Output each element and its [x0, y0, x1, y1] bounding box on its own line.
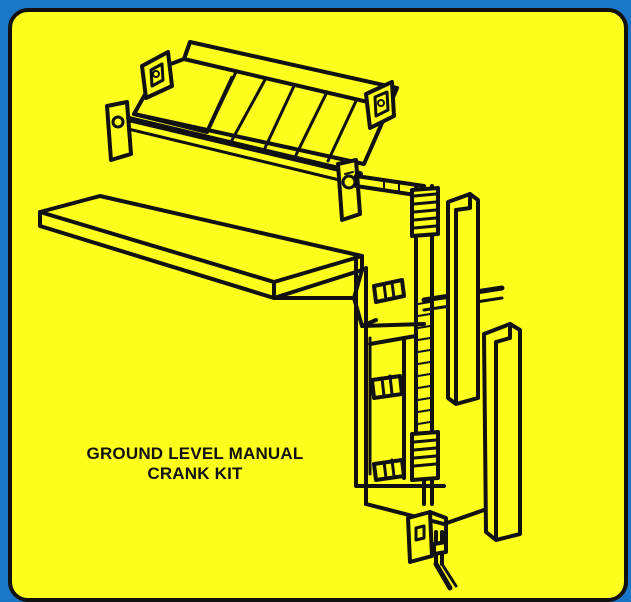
left-end-bracket: [140, 50, 174, 100]
right-end-bracket: [364, 80, 396, 130]
crank-handle-illustration: [422, 478, 458, 591]
wall-panel: [368, 334, 418, 480]
wall-clip-middle: [370, 374, 404, 400]
gear-shaft: [410, 184, 440, 482]
awning-illustration: [38, 40, 522, 591]
awning-roller: [132, 40, 399, 166]
wall-clip-lower: [372, 458, 406, 482]
lower-channel: [482, 322, 522, 542]
diagram-caption: GROUND LEVEL MANUAL CRANK KIT: [60, 444, 330, 484]
left-wall-plate: [105, 100, 133, 162]
crank-bracket: [406, 510, 448, 564]
right-wall-plate: [336, 158, 362, 222]
lower-roller-tube: [113, 113, 363, 186]
caption-line-1: GROUND LEVEL MANUAL: [86, 444, 304, 463]
wall-clip-upper: [372, 278, 406, 304]
upper-channel: [446, 192, 480, 406]
caption-line-2: CRANK KIT: [147, 464, 243, 483]
yellow-panel: GROUND LEVEL MANUAL CRANK KIT: [8, 8, 628, 602]
